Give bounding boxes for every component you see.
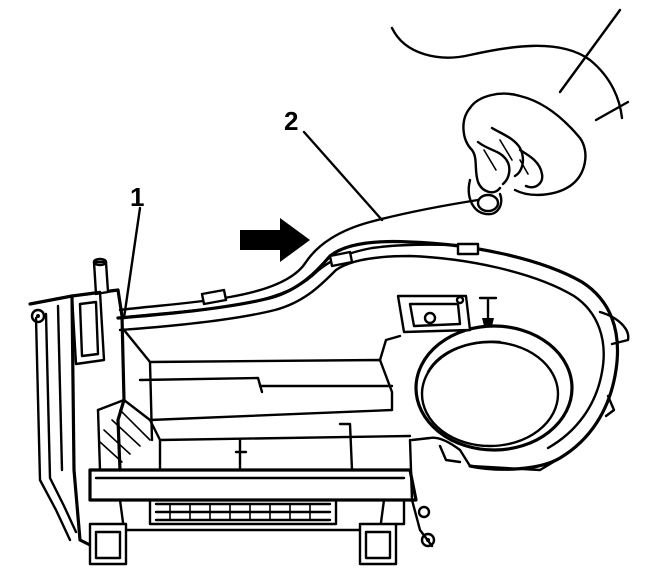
callout-leaders [122, 130, 384, 320]
callout-1-label: 1 [130, 182, 144, 212]
direction-arrow-icon [240, 218, 310, 262]
hand-icon [390, 8, 630, 216]
blower-housing [28, 239, 630, 566]
callout-2-label: 2 [284, 106, 298, 136]
